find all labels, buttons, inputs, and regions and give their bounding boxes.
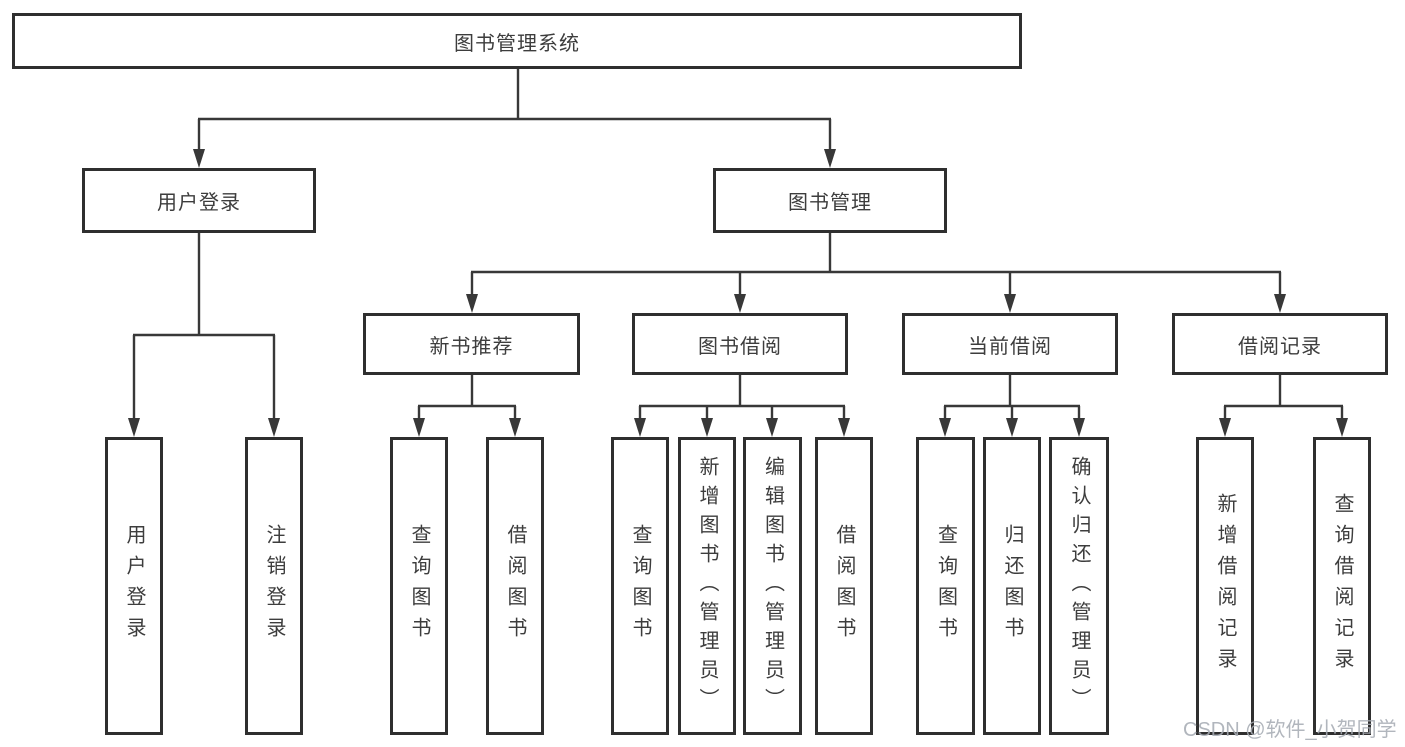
node-leaf-query-books-current: 查询图书 <box>916 437 975 735</box>
node-borrow-records: 借阅记录 <box>1172 313 1388 375</box>
node-leaf-borrow-books-recommend: 借阅图书 <box>486 437 544 735</box>
node-leaf-borrow-books-borrow-label: 借阅图书 <box>833 524 855 648</box>
node-leaf-user-login: 用户登录 <box>105 437 163 735</box>
node-user-login-branch-label: 用户登录 <box>157 192 241 214</box>
node-leaf-edit-book-admin-label: 编辑图书（管理员） <box>761 455 784 717</box>
node-leaf-query-books-borrow-label: 查询图书 <box>629 524 651 648</box>
node-leaf-add-borrow-record-label: 新增借阅记录 <box>1214 493 1236 679</box>
node-leaf-query-books-recommend-label: 查询图书 <box>408 524 430 648</box>
node-leaf-borrow-books-recommend-label: 借阅图书 <box>504 524 526 648</box>
node-book-management: 图书管理 <box>713 168 947 233</box>
node-root: 图书管理系统 <box>12 13 1022 69</box>
node-leaf-confirm-return-admin-label: 确认归还（管理员） <box>1068 455 1090 717</box>
node-leaf-query-books-current-label: 查询图书 <box>934 524 957 648</box>
node-new-book-recommend: 新书推荐 <box>363 313 580 375</box>
node-leaf-confirm-return-admin: 确认归还（管理员） <box>1049 437 1109 735</box>
csdn-watermark: CSDN @软件_小贺同学 <box>1183 719 1397 741</box>
node-leaf-return-book-label: 归还图书 <box>1001 524 1023 648</box>
node-leaf-query-borrow-record: 查询借阅记录 <box>1313 437 1371 735</box>
node-leaf-add-borrow-record: 新增借阅记录 <box>1196 437 1254 735</box>
node-book-borrow: 图书借阅 <box>632 313 848 375</box>
node-current-borrow: 当前借阅 <box>902 313 1118 375</box>
node-leaf-add-book-admin: 新增图书（管理员） <box>678 437 736 735</box>
node-leaf-logout-label: 注销登录 <box>263 524 285 648</box>
node-leaf-return-book: 归还图书 <box>983 437 1041 735</box>
node-leaf-add-book-admin-label: 新增图书（管理员） <box>696 455 718 717</box>
node-leaf-query-borrow-record-label: 查询借阅记录 <box>1331 493 1353 679</box>
node-current-borrow-label: 当前借阅 <box>968 335 1052 358</box>
node-user-login-branch: 用户登录 <box>82 168 316 233</box>
node-root-label: 图书管理系统 <box>454 32 580 55</box>
node-leaf-edit-book-admin: 编辑图书（管理员） <box>743 437 802 735</box>
node-leaf-logout: 注销登录 <box>245 437 303 735</box>
node-leaf-query-books-recommend: 查询图书 <box>390 437 448 735</box>
node-leaf-borrow-books-borrow: 借阅图书 <box>815 437 873 735</box>
node-leaf-user-login-label: 用户登录 <box>123 524 145 648</box>
node-book-management-label: 图书管理 <box>788 192 872 214</box>
node-book-borrow-label: 图书借阅 <box>698 335 782 358</box>
node-leaf-query-books-borrow: 查询图书 <box>611 437 669 735</box>
node-new-book-recommend-label: 新书推荐 <box>429 335 514 358</box>
node-borrow-records-label: 借阅记录 <box>1238 335 1322 358</box>
